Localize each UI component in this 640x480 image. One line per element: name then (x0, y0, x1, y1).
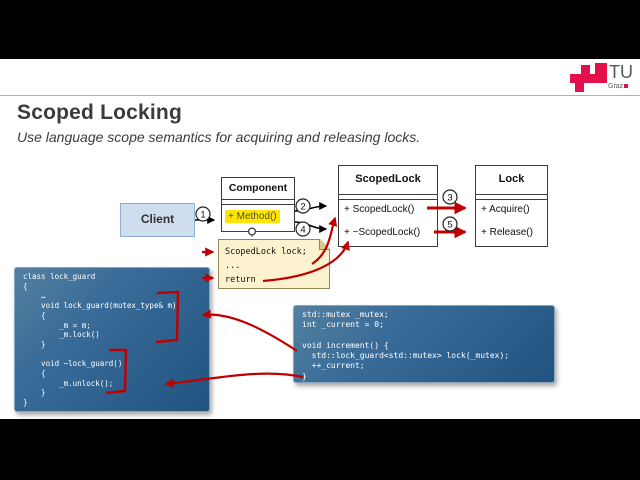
logo-pixel (575, 83, 584, 92)
logo-graz-text: Graz (608, 83, 629, 90)
scopedlock-title: ScopedLock (355, 173, 421, 185)
uml-class-scopedlock: ScopedLock + ScopedLock() + ~ScopedLock(… (338, 165, 438, 247)
compartment-divider (476, 194, 547, 195)
uml-class-component: Component + Method() (221, 177, 295, 232)
client-title: Client (140, 212, 175, 226)
compartment-divider (222, 199, 294, 200)
compartment-divider (339, 194, 437, 195)
uml-class-lock: Lock + Acquire() + Release() (475, 165, 548, 247)
code-right-text: std::mutex _mutex; int _current = 0; voi… (302, 310, 510, 381)
component-method-highlighted: + Method() (225, 210, 280, 223)
code-block-lock-guard-class: class lock_guard { … void lock_guard(mut… (14, 267, 210, 412)
logo-pixel (570, 74, 607, 83)
code-block-increment-usage: std::mutex _mutex; int _current = 0; voi… (293, 305, 555, 383)
header-divider (0, 95, 640, 96)
component-title: Component (228, 182, 288, 194)
logo-pixel (581, 65, 590, 74)
lock-op-acquire: + Acquire() (481, 204, 530, 215)
compartment-divider (476, 199, 547, 200)
slide-canvas: TU Graz Scoped Locking Use language scop… (0, 59, 640, 419)
logo-tu-text: TU (609, 62, 633, 82)
scopedlock-op-dtor: + ~ScopedLock() (344, 227, 421, 238)
note-code: ScopedLock lock; ... return (225, 247, 307, 285)
compartment-divider (222, 204, 294, 205)
page-subtitle: Use language scope semantics for acquiri… (17, 129, 421, 145)
note-fold-corner (319, 239, 330, 250)
logo-pixel (595, 63, 607, 83)
lock-title: Lock (498, 173, 525, 185)
scopedlock-op-ctor: + ScopedLock() (344, 204, 415, 215)
uml-note-method-body: ScopedLock lock; ... return (218, 239, 330, 289)
compartment-divider (339, 199, 437, 200)
logo-red-square (624, 84, 629, 88)
page-title: Scoped Locking (17, 101, 182, 124)
lock-op-release: + Release() (481, 227, 533, 238)
code-left-text: class lock_guard { … void lock_guard(mut… (23, 272, 177, 408)
uml-class-client: Client (120, 203, 195, 237)
